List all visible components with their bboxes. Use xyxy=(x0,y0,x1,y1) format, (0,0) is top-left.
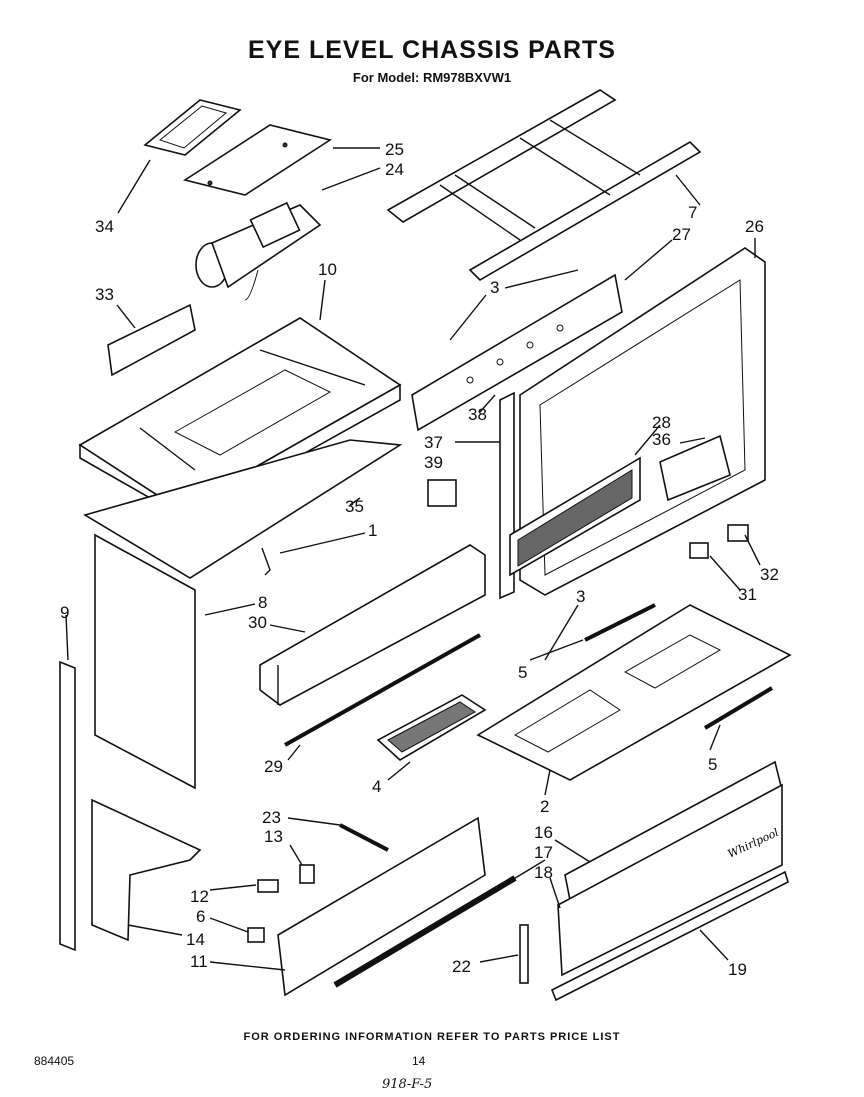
callout-7: 7 xyxy=(688,203,697,222)
part-22-pin xyxy=(519,924,529,984)
ordering-note: FOR ORDERING INFORMATION REFER TO PARTS … xyxy=(243,1031,621,1043)
page-number: 14 xyxy=(412,1054,426,1068)
callout-6: 6 xyxy=(196,907,205,926)
callout-10: 10 xyxy=(318,260,337,279)
part-fan-motor xyxy=(195,201,322,301)
callout-labels: 25 24 34 7 27 26 3 10 33 38 28 37 36 39 … xyxy=(60,140,779,979)
callout-37: 37 xyxy=(424,433,443,452)
part-35-gasket xyxy=(83,439,403,579)
callout-13: 13 xyxy=(264,827,283,846)
part-11-lower-panel xyxy=(277,816,486,997)
part-control-bracket xyxy=(411,273,623,432)
part-17-tube xyxy=(333,875,517,988)
callout-28: 28 xyxy=(652,413,671,432)
callout-1: 1 xyxy=(368,521,377,540)
callout-24: 24 xyxy=(385,160,404,179)
callout-5-left: 5 xyxy=(518,663,527,682)
callout-9: 9 xyxy=(60,603,69,622)
part-5-strip-lower xyxy=(703,686,774,730)
callout-17: 17 xyxy=(534,843,553,862)
callout-22: 22 xyxy=(452,957,471,976)
part-23-thermostat xyxy=(339,823,389,852)
callout-35: 35 xyxy=(345,497,364,516)
part-33-plate xyxy=(107,303,196,377)
document-number: 884405 xyxy=(34,1054,75,1068)
callout-29: 29 xyxy=(264,757,283,776)
part-6-clip xyxy=(247,927,265,943)
callout-26: 26 xyxy=(745,217,764,236)
callout-36: 36 xyxy=(652,430,671,449)
callout-2: 2 xyxy=(540,797,549,816)
callout-14: 14 xyxy=(186,930,205,949)
callout-34: 34 xyxy=(95,217,114,236)
part-28-filter xyxy=(509,456,641,577)
callout-18: 18 xyxy=(534,863,553,882)
part-18-door-panel: Whirlpool xyxy=(557,783,783,977)
part-13-cylinder xyxy=(299,864,315,884)
callout-19: 19 xyxy=(728,960,747,979)
part-8-side-panel xyxy=(94,533,196,790)
callout-32: 32 xyxy=(760,565,779,584)
part-4-grease-filter xyxy=(376,694,487,761)
callout-3-mid: 3 xyxy=(576,587,585,606)
callout-38: 38 xyxy=(468,405,487,424)
callout-25: 25 xyxy=(385,140,404,159)
part-39-switch xyxy=(427,479,457,507)
part-32-relay xyxy=(727,524,749,542)
part-mounting-plate xyxy=(183,124,332,196)
part-5-strip-upper xyxy=(584,603,656,642)
part-2-bottom-plate xyxy=(476,604,792,781)
part-29-rod xyxy=(284,633,481,747)
part-19-rail xyxy=(550,870,789,1002)
page-title: EYE LEVEL CHASSIS PARTS xyxy=(248,36,616,64)
handwritten-reference: 918-F-5 xyxy=(382,1077,433,1092)
callout-8: 8 xyxy=(258,593,267,612)
callout-31: 31 xyxy=(738,585,757,604)
callout-16: 16 xyxy=(534,823,553,842)
leader-lines xyxy=(65,147,761,971)
callout-23: 23 xyxy=(262,808,281,827)
part-1-clip xyxy=(261,547,271,576)
callout-11: 11 xyxy=(190,952,208,971)
part-top-frame xyxy=(386,89,702,282)
callout-3-top: 3 xyxy=(490,278,499,297)
callout-39: 39 xyxy=(424,453,443,472)
part-31-relay xyxy=(689,542,709,559)
callout-12: 12 xyxy=(190,887,209,906)
model-subtitle: For Model: RM978BXVW1 xyxy=(352,70,512,85)
callout-33: 33 xyxy=(95,285,114,304)
part-14-bracket xyxy=(91,798,202,942)
part-top-grille xyxy=(143,99,242,156)
callout-4: 4 xyxy=(372,777,381,796)
callout-5-right: 5 xyxy=(708,755,717,774)
callout-30: 30 xyxy=(248,613,267,632)
part-12-socket xyxy=(257,879,279,893)
part-9-rail xyxy=(59,660,76,952)
part-36-bracket xyxy=(659,434,731,502)
part-30-lamp-housing xyxy=(259,544,486,706)
callout-27: 27 xyxy=(672,225,691,244)
